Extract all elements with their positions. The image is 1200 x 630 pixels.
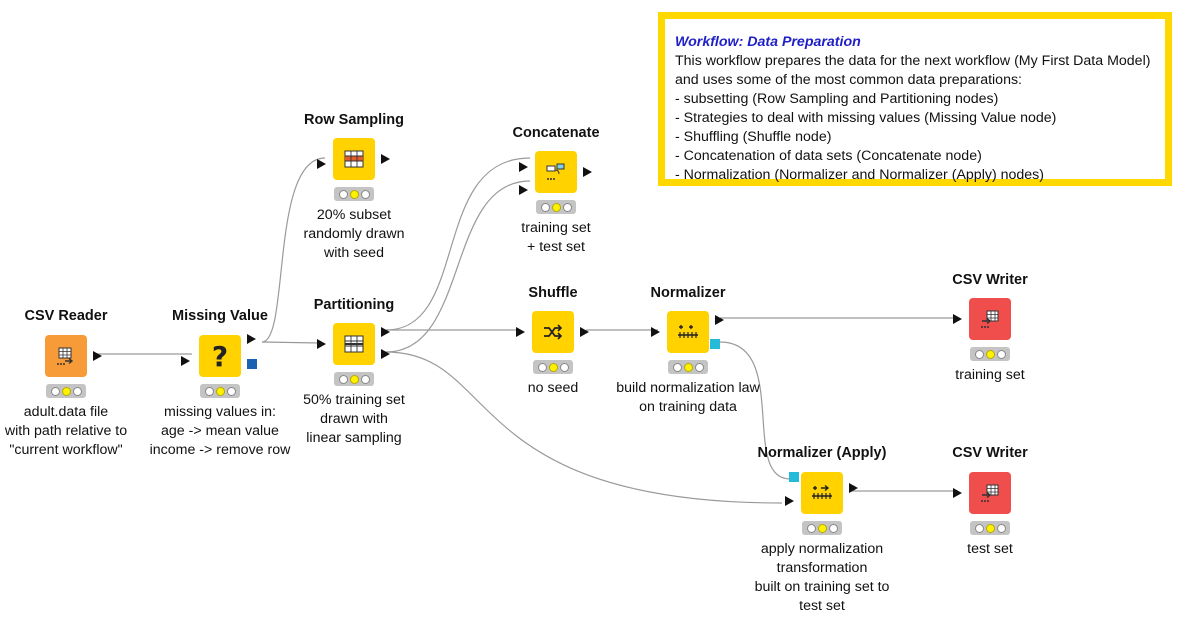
input-port[interactable]: [317, 339, 326, 349]
status-light: [46, 384, 86, 398]
input-port-bottom[interactable]: [519, 185, 528, 195]
edge-missing-value-to-row-sampling: [261, 157, 326, 343]
input-port[interactable]: [516, 327, 525, 337]
status-light: [668, 360, 708, 374]
status-light: [970, 347, 1010, 361]
annotation-line: - Normalization (Normalizer and Normaliz…: [675, 167, 1044, 183]
model-output-port[interactable]: [710, 339, 720, 349]
model-input-port[interactable]: [789, 472, 799, 482]
output-port[interactable]: [580, 327, 589, 337]
status-light: [533, 360, 573, 374]
output-port[interactable]: [381, 154, 390, 164]
node-title: Row Sampling: [304, 112, 404, 128]
output-port[interactable]: [849, 483, 858, 493]
output-port[interactable]: [93, 351, 102, 361]
table-icon: [45, 335, 87, 377]
node-title: CSV Writer: [952, 445, 1028, 461]
annotation-line: - Strategies to deal with missing values…: [675, 110, 1057, 126]
status-light: [200, 384, 240, 398]
node-description: training set+ test set: [521, 220, 591, 255]
output-port-top[interactable]: [381, 327, 390, 337]
table-write-icon: [969, 472, 1011, 514]
node-shuffle[interactable]: Shuffle no seed: [463, 285, 643, 398]
node-description: no seed: [527, 380, 579, 396]
input-port-top[interactable]: [519, 162, 528, 172]
status-light: [334, 372, 374, 386]
concatenate-icon: [535, 151, 577, 193]
shuffle-icon: [532, 311, 574, 353]
status-light: [802, 521, 842, 535]
question-mark-icon: ?: [199, 335, 241, 377]
node-concatenate[interactable]: Concatenate training set+ test set: [466, 125, 646, 257]
node-title: Normalizer: [650, 285, 726, 301]
node-description: training set: [955, 367, 1025, 383]
output-port-bottom[interactable]: [381, 349, 390, 359]
edge-partitioning-to-concatenate-bottom: [385, 180, 531, 353]
input-port[interactable]: [181, 356, 190, 366]
annotation-line: - subsetting (Row Sampling and Partition…: [675, 91, 999, 107]
node-csv-writer-train[interactable]: CSV Writer training set: [900, 272, 1080, 385]
table-write-icon: [969, 298, 1011, 340]
input-port[interactable]: [317, 159, 326, 169]
edge-missing-value-to-partitioning: [261, 341, 321, 344]
annotation-line: - Shuffling (Shuffle node): [675, 129, 832, 145]
node-title: Partitioning: [313, 297, 395, 313]
node-title: Missing Value: [172, 308, 268, 324]
input-port[interactable]: [785, 496, 794, 506]
node-title: CSV Reader: [24, 308, 108, 324]
output-port[interactable]: [247, 334, 256, 344]
node-title: Shuffle: [528, 285, 578, 301]
output-port[interactable]: [715, 315, 724, 325]
annotation-line: This workflow prepares the data for the …: [675, 53, 1151, 69]
input-port[interactable]: [953, 314, 962, 324]
status-light: [536, 200, 576, 214]
node-title: Normalizer (Apply): [757, 445, 887, 461]
annotation-line: and uses some of the most common data pr…: [675, 72, 1022, 88]
input-port[interactable]: [953, 488, 962, 498]
annotation-line: - Concatenation of data sets (Concatenat…: [675, 148, 982, 164]
normalize-apply-icon: [801, 472, 843, 514]
node-description: test set: [967, 541, 1013, 557]
node-title: CSV Writer: [952, 272, 1028, 288]
node-csv-writer-test[interactable]: CSV Writer test set: [900, 445, 1080, 559]
edge-partitioning-to-normalizer-apply: [385, 351, 783, 504]
model-output-port[interactable]: [247, 359, 257, 369]
sampling-grid-icon: [333, 138, 375, 180]
workflow-annotation: Workflow: Data Preparation This workflow…: [658, 12, 1172, 186]
node-title: Concatenate: [512, 125, 600, 141]
node-missing-value[interactable]: Missing Value ? missing values in:age ->…: [130, 308, 310, 460]
input-port[interactable]: [651, 327, 660, 337]
partition-grid-icon: [333, 323, 375, 365]
annotation-title: Workflow: Data Preparation: [675, 34, 861, 50]
status-light: [334, 187, 374, 201]
status-light: [970, 521, 1010, 535]
output-port[interactable]: [583, 167, 592, 177]
normalize-icon: [667, 311, 709, 353]
edge-partitioning-to-concatenate-top: [385, 157, 531, 331]
edge-normalizer-model-to-apply: [719, 341, 791, 480]
